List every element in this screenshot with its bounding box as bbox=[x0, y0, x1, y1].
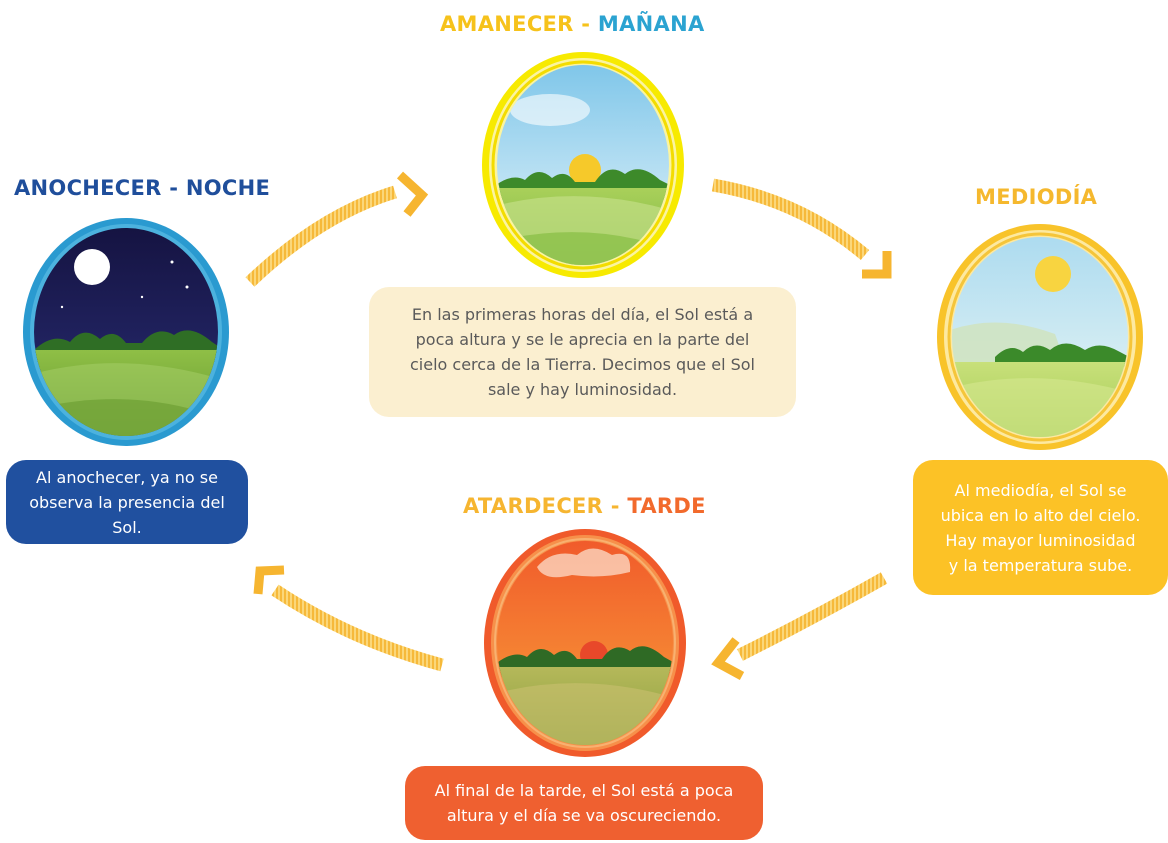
description-amanecer-line: En las primeras horas del día, el Sol es… bbox=[411, 305, 754, 324]
description-anochecer-line: observa la presencia del bbox=[29, 492, 225, 512]
description-anochecer-line: Al anochecer, ya no se bbox=[36, 467, 218, 487]
description-amanecer-line: cielo cerca de la Tierra. Decimos que el… bbox=[410, 355, 755, 374]
description-mediodia-line: ubica en lo alto del cielo. bbox=[940, 505, 1141, 525]
title-atardecer-part1: ATARDECER - bbox=[463, 494, 628, 518]
description-atardecer: Al final de la tarde, el Sol está a poca… bbox=[405, 766, 763, 840]
description-mediodia: Al mediodía, el Sol se ubica en lo alto … bbox=[913, 460, 1168, 595]
sunset-scene-icon bbox=[484, 529, 686, 757]
description-anochecer-line: Sol. bbox=[112, 517, 142, 537]
description-amanecer-line: sale y hay luminosidad. bbox=[487, 380, 678, 399]
description-mediodia-line: Hay mayor luminosidad bbox=[945, 530, 1136, 550]
description-atardecer-line: altura y el día se va oscureciendo. bbox=[446, 806, 722, 825]
title-manana-part2: MAÑANA bbox=[597, 12, 705, 36]
night-scene-icon bbox=[23, 218, 229, 446]
stage-title-atardecer: ATARDECER - TARDE bbox=[463, 494, 706, 518]
description-mediodia-line: Al mediodía, el Sol se bbox=[954, 480, 1127, 500]
arrow-morning-to-noon-icon bbox=[711, 178, 892, 279]
noon-scene-icon bbox=[937, 224, 1143, 450]
stage-title-anochecer: ANOCHECER - NOCHE bbox=[14, 176, 271, 200]
title-tarde-part2: TARDE bbox=[627, 494, 706, 518]
sunrise-scene-icon bbox=[482, 52, 684, 278]
description-amanecer: En las primeras horas del día, el Sol es… bbox=[369, 287, 796, 417]
arrow-afternoon-to-night-icon bbox=[253, 565, 444, 672]
title-amanecer-part1: AMANECER - bbox=[440, 12, 598, 36]
description-mediodia-line: y la temperatura sube. bbox=[948, 555, 1133, 575]
stage-title-mediodia: MEDIODÍA bbox=[975, 185, 1098, 209]
stage-title-amanecer: AMANECER - MAÑANA bbox=[440, 12, 705, 36]
description-atardecer-line: Al final de la tarde, el Sol está a poca bbox=[434, 781, 734, 800]
description-anochecer: Al anochecer, ya no se observa la presen… bbox=[6, 460, 248, 544]
description-amanecer-line: poca altura y se le aprecia en la parte … bbox=[415, 330, 750, 349]
arrow-night-to-morning-icon bbox=[245, 171, 429, 287]
arrow-noon-to-afternoon-icon bbox=[711, 572, 888, 680]
